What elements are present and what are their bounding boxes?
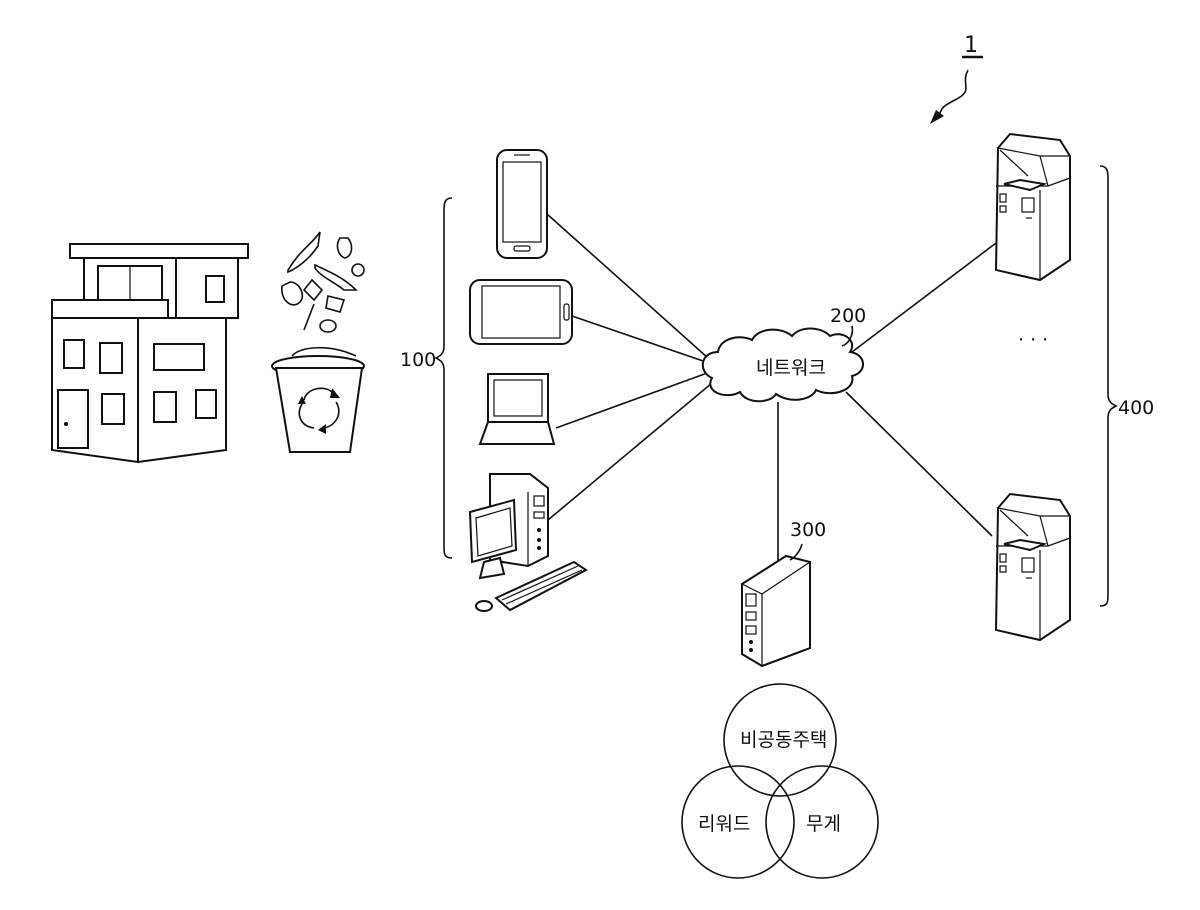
desktop-computer bbox=[470, 474, 586, 611]
venn-label-top: 비공동주택 bbox=[740, 729, 827, 751]
figure-reference: 1 bbox=[930, 33, 983, 124]
house-illustration bbox=[52, 244, 248, 462]
smartphone-portrait bbox=[497, 150, 547, 258]
waste-kiosk-bottom bbox=[996, 494, 1070, 640]
kiosk-ellipsis: · · · bbox=[1018, 329, 1048, 351]
laptop bbox=[480, 374, 554, 444]
food-waste-icons bbox=[282, 232, 364, 332]
venn-label-left: 리워드 bbox=[698, 813, 750, 835]
device-group-bracket: 100 bbox=[400, 198, 452, 558]
network-label: 네트워크 bbox=[756, 357, 826, 379]
waste-kiosk-top bbox=[996, 134, 1070, 280]
recycling-bin-illustration bbox=[272, 348, 364, 452]
venn-label-right: 무게 bbox=[806, 813, 841, 835]
server-ref: 300 bbox=[790, 519, 826, 541]
network-ref: 200 bbox=[830, 305, 866, 327]
network-kiosk-links bbox=[846, 240, 1000, 536]
network-cloud: 네트워크 200 bbox=[703, 305, 866, 401]
server-computer: 300 bbox=[742, 519, 826, 666]
kiosk-group-bracket: 400 bbox=[1100, 166, 1154, 606]
venn-diagram: 비공동주택 리워드 무게 bbox=[682, 684, 878, 878]
device-network-links bbox=[547, 214, 718, 520]
figure-ref-number: 1 bbox=[964, 33, 978, 58]
kiosk-group-ref: 400 bbox=[1118, 397, 1154, 419]
smartphone-landscape bbox=[470, 280, 572, 344]
device-group-ref: 100 bbox=[400, 349, 436, 371]
